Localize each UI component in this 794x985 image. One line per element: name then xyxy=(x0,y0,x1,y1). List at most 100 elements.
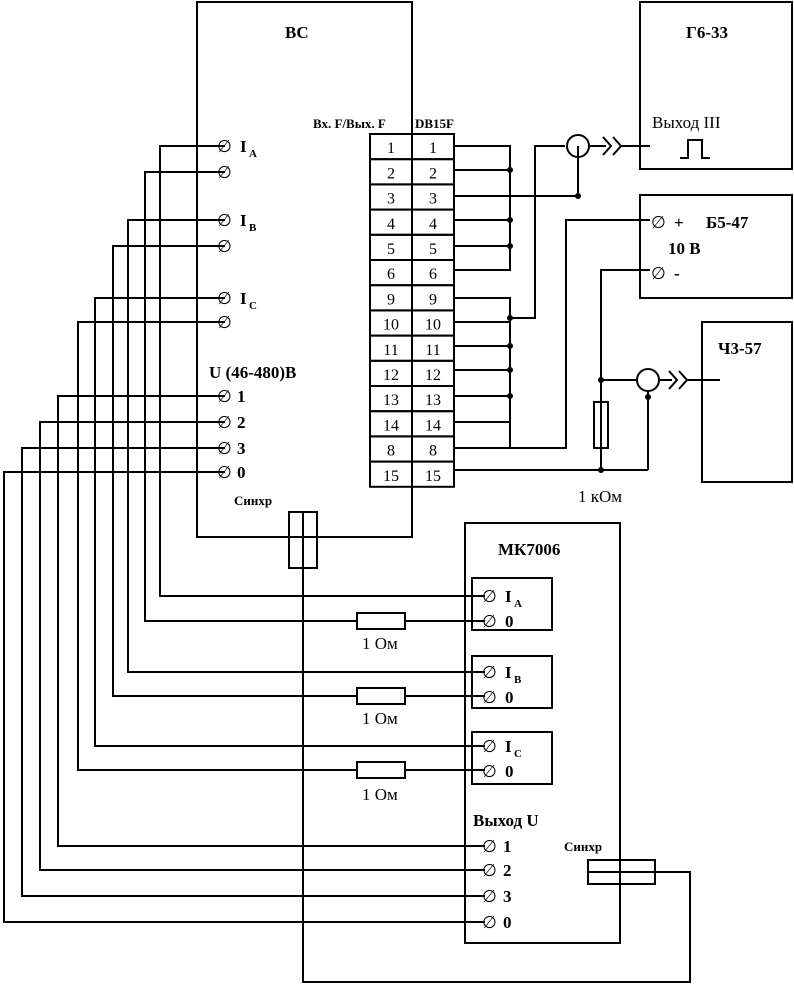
vs-voltage-label: 1 xyxy=(237,387,246,406)
connector-pin-left: 12 xyxy=(383,367,399,384)
mk-ib-box xyxy=(471,655,553,709)
connector-pin-right: 1 xyxy=(429,140,437,157)
connector-pin-right: 12 xyxy=(425,367,441,384)
connector-pin-left: 1 xyxy=(387,140,395,157)
mk-voltage-terminal: ∅ xyxy=(482,837,497,856)
ch3-box xyxy=(701,321,793,483)
mk-current-zero-terminal: ∅ xyxy=(482,762,497,781)
mk-ic-box xyxy=(471,731,553,785)
connector-pin-right: 4 xyxy=(429,216,437,233)
wire-u2 xyxy=(39,421,485,871)
mk-voltage-label: 0 xyxy=(503,913,512,932)
wire-u3 xyxy=(21,447,485,897)
mk-box xyxy=(464,522,621,944)
wire-u0 xyxy=(3,471,485,923)
connector-pin-left: 9 xyxy=(387,291,395,308)
mk-current-zero-label: 0 xyxy=(505,612,514,631)
wire-bus-b xyxy=(455,297,511,449)
pulse-icon xyxy=(680,139,710,159)
vs-current-sub: C xyxy=(249,300,257,312)
wire-ic0-a xyxy=(77,321,357,771)
junction-dot xyxy=(507,243,513,249)
mk-current-sub: C xyxy=(514,748,522,760)
wire-sync xyxy=(302,568,691,983)
vs-current-label: I xyxy=(240,137,247,156)
mk-current-zero-label: 0 xyxy=(505,688,514,707)
mk-current-terminal: ∅ xyxy=(482,587,497,606)
mk-voltage-label: 1 xyxy=(503,837,512,856)
connector-pin-left: 6 xyxy=(387,266,395,283)
mk-current-zero-terminal: ∅ xyxy=(482,612,497,631)
b5-title: Б5-47 xyxy=(706,213,749,232)
wire-b5-minus xyxy=(600,269,650,470)
g6-output-label: Выход III xyxy=(652,113,721,132)
g6-plug-icon-2 xyxy=(612,136,623,156)
shunt-c xyxy=(356,761,406,779)
connector-pin-right: 3 xyxy=(429,191,437,208)
vs-voltage-label: 0 xyxy=(237,463,246,482)
ch3-title: Ч3-57 xyxy=(718,339,762,358)
connector-pin-right: 10 xyxy=(425,317,441,334)
wires: 1 кОм 1 Ом 1 Ом 1 Ом xyxy=(3,134,720,983)
junction-dot xyxy=(507,343,513,349)
mk-voltage-label: 3 xyxy=(503,887,512,906)
connector-pin-right: 5 xyxy=(429,241,437,258)
vs-voltage-label: U (46-480)В xyxy=(209,363,296,382)
connector-cell-right xyxy=(411,460,455,488)
ch3-plug-icon-2 xyxy=(678,370,689,390)
shunt-b xyxy=(356,687,406,705)
wire-u1 xyxy=(57,395,485,847)
mk-voltage-terminal: ∅ xyxy=(482,887,497,906)
connector-pin-right: 13 xyxy=(425,392,441,409)
connector-pin-left: 3 xyxy=(387,191,395,208)
connector-pin-left: 5 xyxy=(387,241,395,258)
resistor-1k-label: 1 кОм xyxy=(578,487,622,506)
vs-voltage-label: 2 xyxy=(237,413,246,432)
junction-dot xyxy=(598,467,604,473)
resistor-1k xyxy=(593,401,609,449)
b5-plus-terminal: ∅ xyxy=(651,213,666,232)
connector-pin-right: 2 xyxy=(429,165,437,182)
b5-minus-sign: - xyxy=(674,264,680,283)
vs-title: ВС xyxy=(285,23,309,42)
junction-dot xyxy=(507,393,513,399)
mk-voltage-terminal: ∅ xyxy=(482,913,497,932)
ch3-plug-icon xyxy=(668,370,679,390)
mk-current-label: I xyxy=(505,663,512,682)
shunt-c-label: 1 Ом xyxy=(362,785,398,804)
b5-minus-terminal: ∅ xyxy=(651,264,666,283)
vs-voltage-label: 3 xyxy=(237,439,246,458)
wire-bus-a xyxy=(455,145,511,271)
mk-title: МК7006 xyxy=(498,540,560,559)
connector-pin-right: 15 xyxy=(425,468,441,485)
mk-current-terminal: ∅ xyxy=(482,663,497,682)
wire-pin8-b5 xyxy=(455,219,650,449)
vs-current-label: I xyxy=(240,289,247,308)
mk-current-sub: A xyxy=(514,598,522,610)
wire-ib xyxy=(127,219,485,673)
ch3-coax-icon xyxy=(636,368,660,392)
b5-plus-sign: + xyxy=(674,213,684,232)
connector-pin-left: 4 xyxy=(387,216,395,233)
g6-box xyxy=(639,1,793,170)
mk-output-u-label: Выход U xyxy=(473,811,539,830)
b5-box xyxy=(639,194,793,299)
connector-pin-left: 2 xyxy=(387,165,395,182)
wire-busb-g6 xyxy=(510,145,565,319)
junction-dot xyxy=(575,193,581,199)
shunt-a-label: 1 Ом xyxy=(362,634,398,653)
vs-current-sub: A xyxy=(249,148,257,160)
mk-current-sub: B xyxy=(514,674,522,686)
junction-dot xyxy=(507,217,513,223)
g6-plug-icon xyxy=(602,136,613,156)
g6-coax-icon xyxy=(566,134,590,158)
mk-ia-box xyxy=(471,577,553,631)
connector-pin-right: 14 xyxy=(425,417,441,434)
wire-ia xyxy=(159,145,485,597)
connector-pin-right: 11 xyxy=(425,342,440,359)
connector-pin-left: 10 xyxy=(383,317,399,334)
mk-current-zero-terminal: ∅ xyxy=(482,688,497,707)
connector-pin-left: 8 xyxy=(387,443,395,460)
